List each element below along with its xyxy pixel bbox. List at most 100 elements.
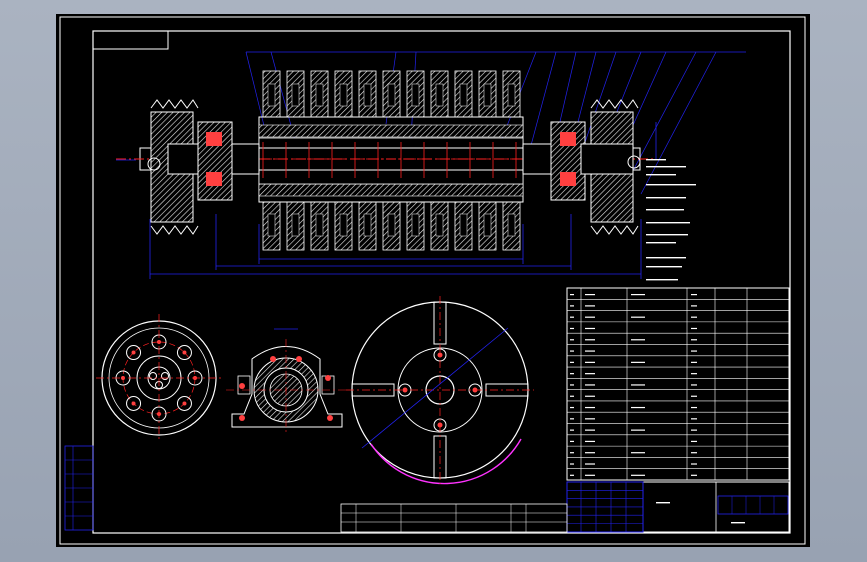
title-scale-box	[717, 495, 789, 515]
table-cell-mark	[585, 474, 595, 476]
table-cell-mark	[585, 339, 595, 341]
table-cell-mark	[631, 339, 645, 341]
table-cell-mark	[691, 440, 697, 443]
blade-slot	[411, 213, 420, 237]
table-cell-mark	[570, 316, 574, 318]
blade-slot	[291, 213, 300, 237]
drawing-sheet	[56, 14, 810, 547]
table-cell-mark	[570, 463, 574, 465]
table-cell-mark	[691, 429, 697, 431]
table-cell-mark	[585, 294, 595, 296]
table-cell-mark	[585, 373, 595, 375]
title-name-mark	[656, 502, 670, 504]
pulley-hole	[126, 345, 142, 361]
table-cell-mark	[570, 406, 574, 409]
blade-slot	[507, 213, 516, 237]
table-cell-mark	[570, 384, 574, 386]
table-cell-mark	[691, 373, 697, 375]
blade-slot	[387, 83, 396, 107]
table-cell-mark	[585, 350, 595, 352]
table-cell-mark	[691, 463, 697, 465]
table-cell-mark	[631, 384, 645, 386]
table-cell-mark	[691, 474, 697, 476]
blade-slot	[435, 213, 444, 237]
blade-slot	[291, 83, 300, 107]
dimension-lines	[116, 51, 746, 279]
hole-center	[182, 401, 187, 406]
table-cell-mark	[691, 361, 697, 363]
center-marks	[262, 142, 517, 178]
note-line	[646, 234, 688, 236]
blade-slot	[411, 83, 420, 107]
blade-slot	[363, 213, 372, 237]
cad-drawing	[59, 16, 806, 545]
table-cell-mark	[570, 339, 574, 341]
table-cell-mark	[570, 361, 574, 363]
table-cell-mark	[585, 452, 595, 454]
pulley-end-view	[96, 314, 222, 442]
disc-plate-view	[346, 296, 534, 485]
note-line	[646, 166, 686, 168]
table-cell-mark	[585, 316, 595, 318]
table-cell-mark	[691, 384, 697, 386]
table-cell-mark	[570, 395, 574, 397]
revision-block	[64, 445, 94, 531]
table-cell-mark	[631, 474, 645, 476]
table-cell-mark	[585, 429, 595, 431]
note-line	[646, 197, 686, 199]
hole-center	[131, 401, 136, 406]
pulley-hole	[126, 395, 142, 411]
leader-line	[245, 51, 267, 135]
table-cell-mark	[570, 440, 574, 443]
table-cell-mark	[585, 327, 595, 330]
table-cell-mark	[585, 384, 595, 386]
left-pulley	[147, 99, 207, 235]
blade-slot	[363, 83, 372, 107]
blade-slot	[315, 213, 324, 237]
table-cell-mark	[570, 327, 574, 330]
blade-slot	[339, 213, 348, 237]
sign-block	[340, 503, 568, 533]
table-cell-mark	[585, 305, 595, 307]
table-cell-mark	[585, 361, 595, 363]
table-cell-mark	[691, 327, 697, 330]
blade-slot	[339, 83, 348, 107]
note-line	[646, 174, 676, 176]
pulley-hole	[176, 345, 192, 361]
title-block	[340, 481, 790, 533]
table-cell-mark	[585, 406, 595, 409]
note-line	[646, 222, 690, 224]
table-cell-mark	[570, 305, 574, 307]
table-cell-mark	[570, 350, 574, 352]
note-line	[646, 279, 678, 281]
blade-slot	[267, 83, 276, 107]
blade-slot	[315, 83, 324, 107]
drawing-frame	[59, 16, 806, 545]
table-cell-mark	[691, 406, 697, 409]
parts-list-table	[566, 287, 790, 481]
table-cell-mark	[631, 316, 645, 318]
table-cell-mark	[691, 350, 697, 352]
table-cell-mark	[570, 418, 574, 420]
hammer-blades	[262, 70, 521, 251]
table-cell-mark	[691, 339, 697, 341]
left-bearing	[197, 121, 260, 201]
blade-slot	[507, 83, 516, 107]
table-cell-mark	[570, 294, 574, 296]
table-cell-mark	[585, 440, 595, 443]
bearing-housing-view	[226, 328, 348, 434]
table-cell-mark	[631, 361, 645, 363]
blade-slot	[459, 213, 468, 237]
title-num-mark	[731, 522, 745, 524]
table-cell-mark	[691, 305, 697, 307]
table-cell-mark	[570, 373, 574, 375]
leader-line	[580, 51, 617, 155]
blade-slot	[435, 83, 444, 107]
note-line	[646, 257, 686, 259]
leader-line	[625, 51, 697, 185]
blade-slot	[483, 213, 492, 237]
table-cell-mark	[631, 294, 645, 296]
table-cell-mark	[691, 452, 697, 454]
blade-slot	[483, 83, 492, 107]
table-cell-mark	[570, 429, 574, 431]
